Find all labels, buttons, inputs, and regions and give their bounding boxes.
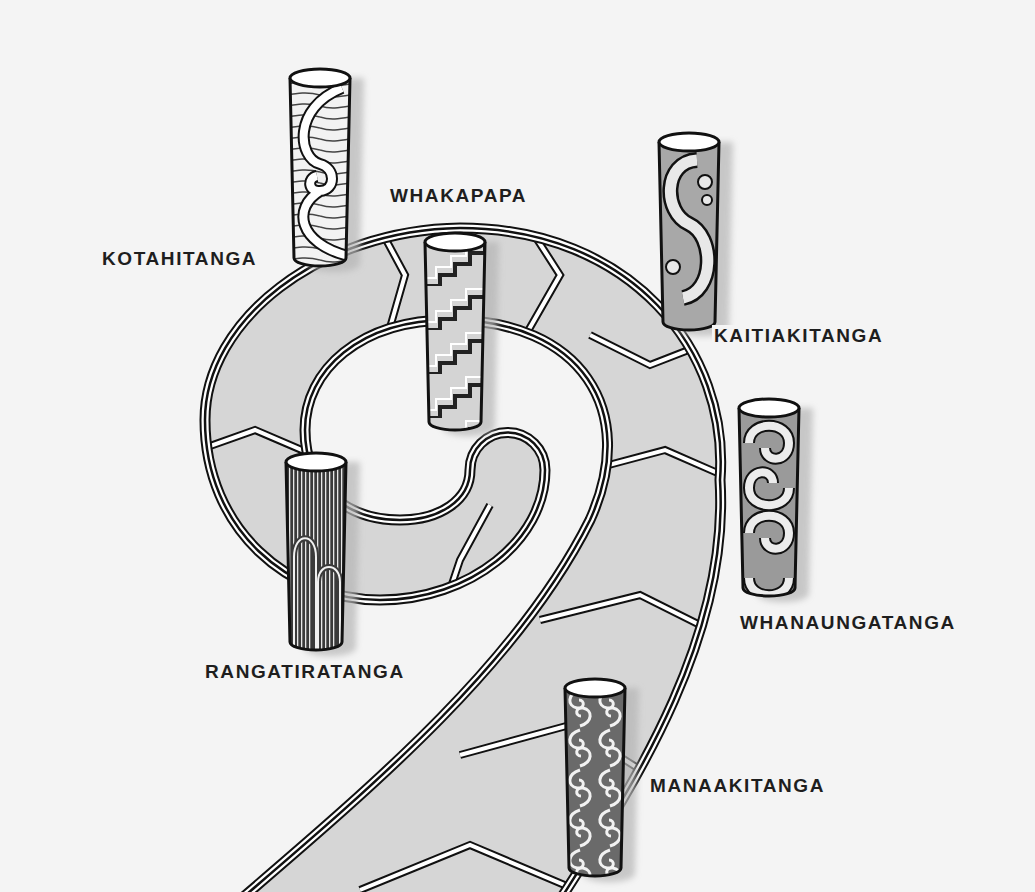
pou-post xyxy=(423,232,499,436)
pou-post xyxy=(737,398,813,602)
value-label: KAITIAKITANGA xyxy=(712,325,885,347)
value-label: KOTAHITANGA xyxy=(100,248,259,270)
pou-post xyxy=(657,132,733,336)
pou-post xyxy=(288,68,364,272)
value-label: WHANAUNGATANGA xyxy=(738,612,958,634)
band-edge xyxy=(205,228,721,892)
value-label: MANAAKITANGA xyxy=(648,775,827,797)
pou-post xyxy=(563,678,639,882)
pou-post xyxy=(284,452,360,656)
band-fill xyxy=(205,228,721,892)
value-label: WHAKAPAPA xyxy=(388,185,529,207)
value-label: RANGATIRATANGA xyxy=(203,661,407,683)
